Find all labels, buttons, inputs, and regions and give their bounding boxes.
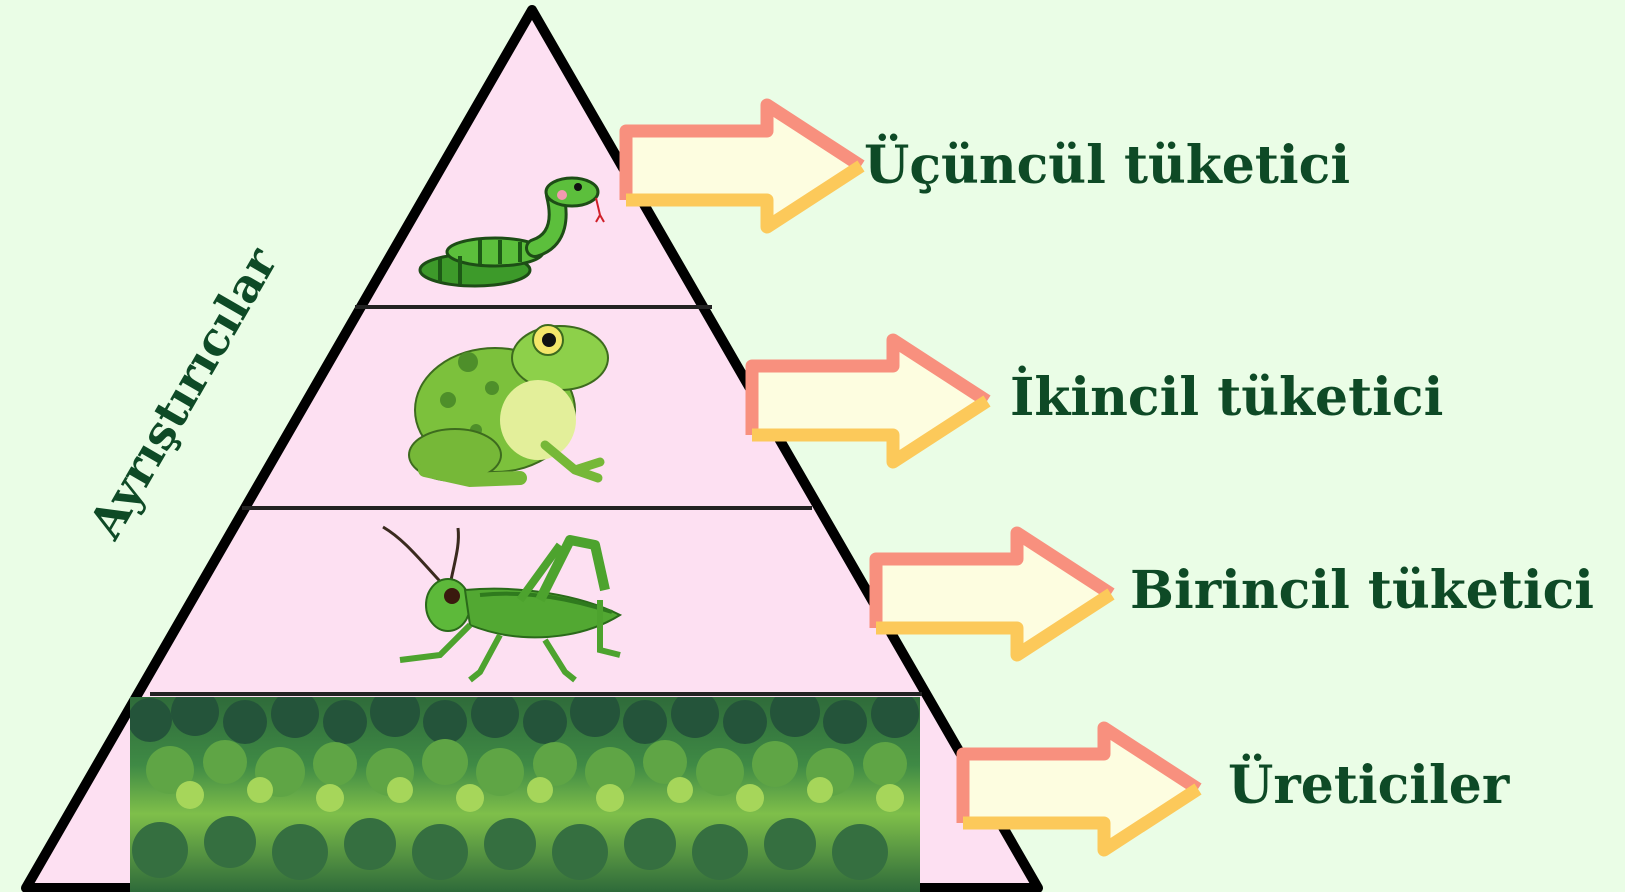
arrow-tertiary (626, 105, 861, 227)
forest-image (128, 687, 920, 892)
level-label-primary-consumer: Birincil tüketici (1130, 565, 1594, 617)
level-label-producers: Üreticiler (1228, 760, 1509, 812)
level-label-secondary-consumer: İkincil tüketici (1010, 372, 1443, 424)
arrow-primary (876, 533, 1111, 655)
level-label-tertiary-consumer: Üçüncül tüketici (864, 140, 1350, 192)
